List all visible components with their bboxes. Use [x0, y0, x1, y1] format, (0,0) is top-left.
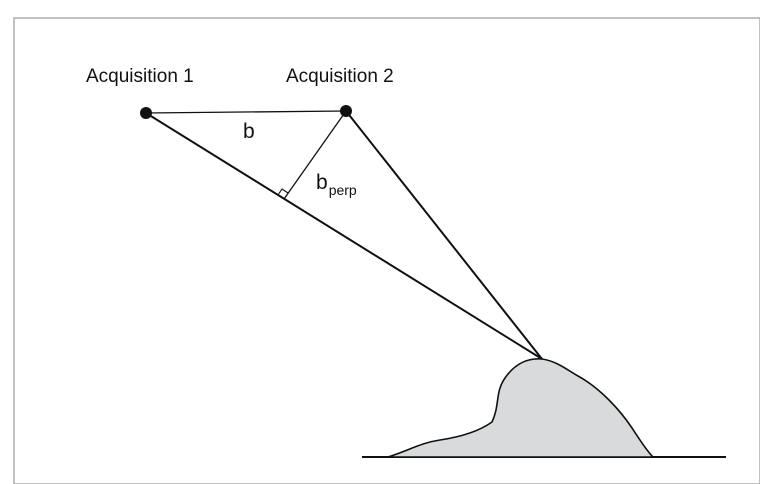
line-of-sight-2: [345, 110, 543, 360]
perpendicular-baseline-subscript: perp: [328, 182, 357, 198]
figure-frame: [13, 17, 760, 484]
terrain-hill: [387, 358, 655, 458]
acquisition-2-point: [340, 105, 352, 117]
acquisition-2-label: Acquisition 2: [286, 66, 394, 87]
baseline-line: [145, 110, 347, 114]
perpendicular-baseline-line: [283, 110, 347, 200]
baseline-label: b: [243, 120, 255, 143]
perpendicular-baseline-symbol: b: [316, 171, 328, 194]
acquisition-1-point: [140, 107, 152, 119]
line-of-sight-1: [145, 112, 543, 360]
acquisition-1-label: Acquisition 1: [86, 66, 194, 87]
right-angle-marker: [277, 188, 289, 196]
perpendicular-baseline-label: bperp: [316, 171, 357, 197]
